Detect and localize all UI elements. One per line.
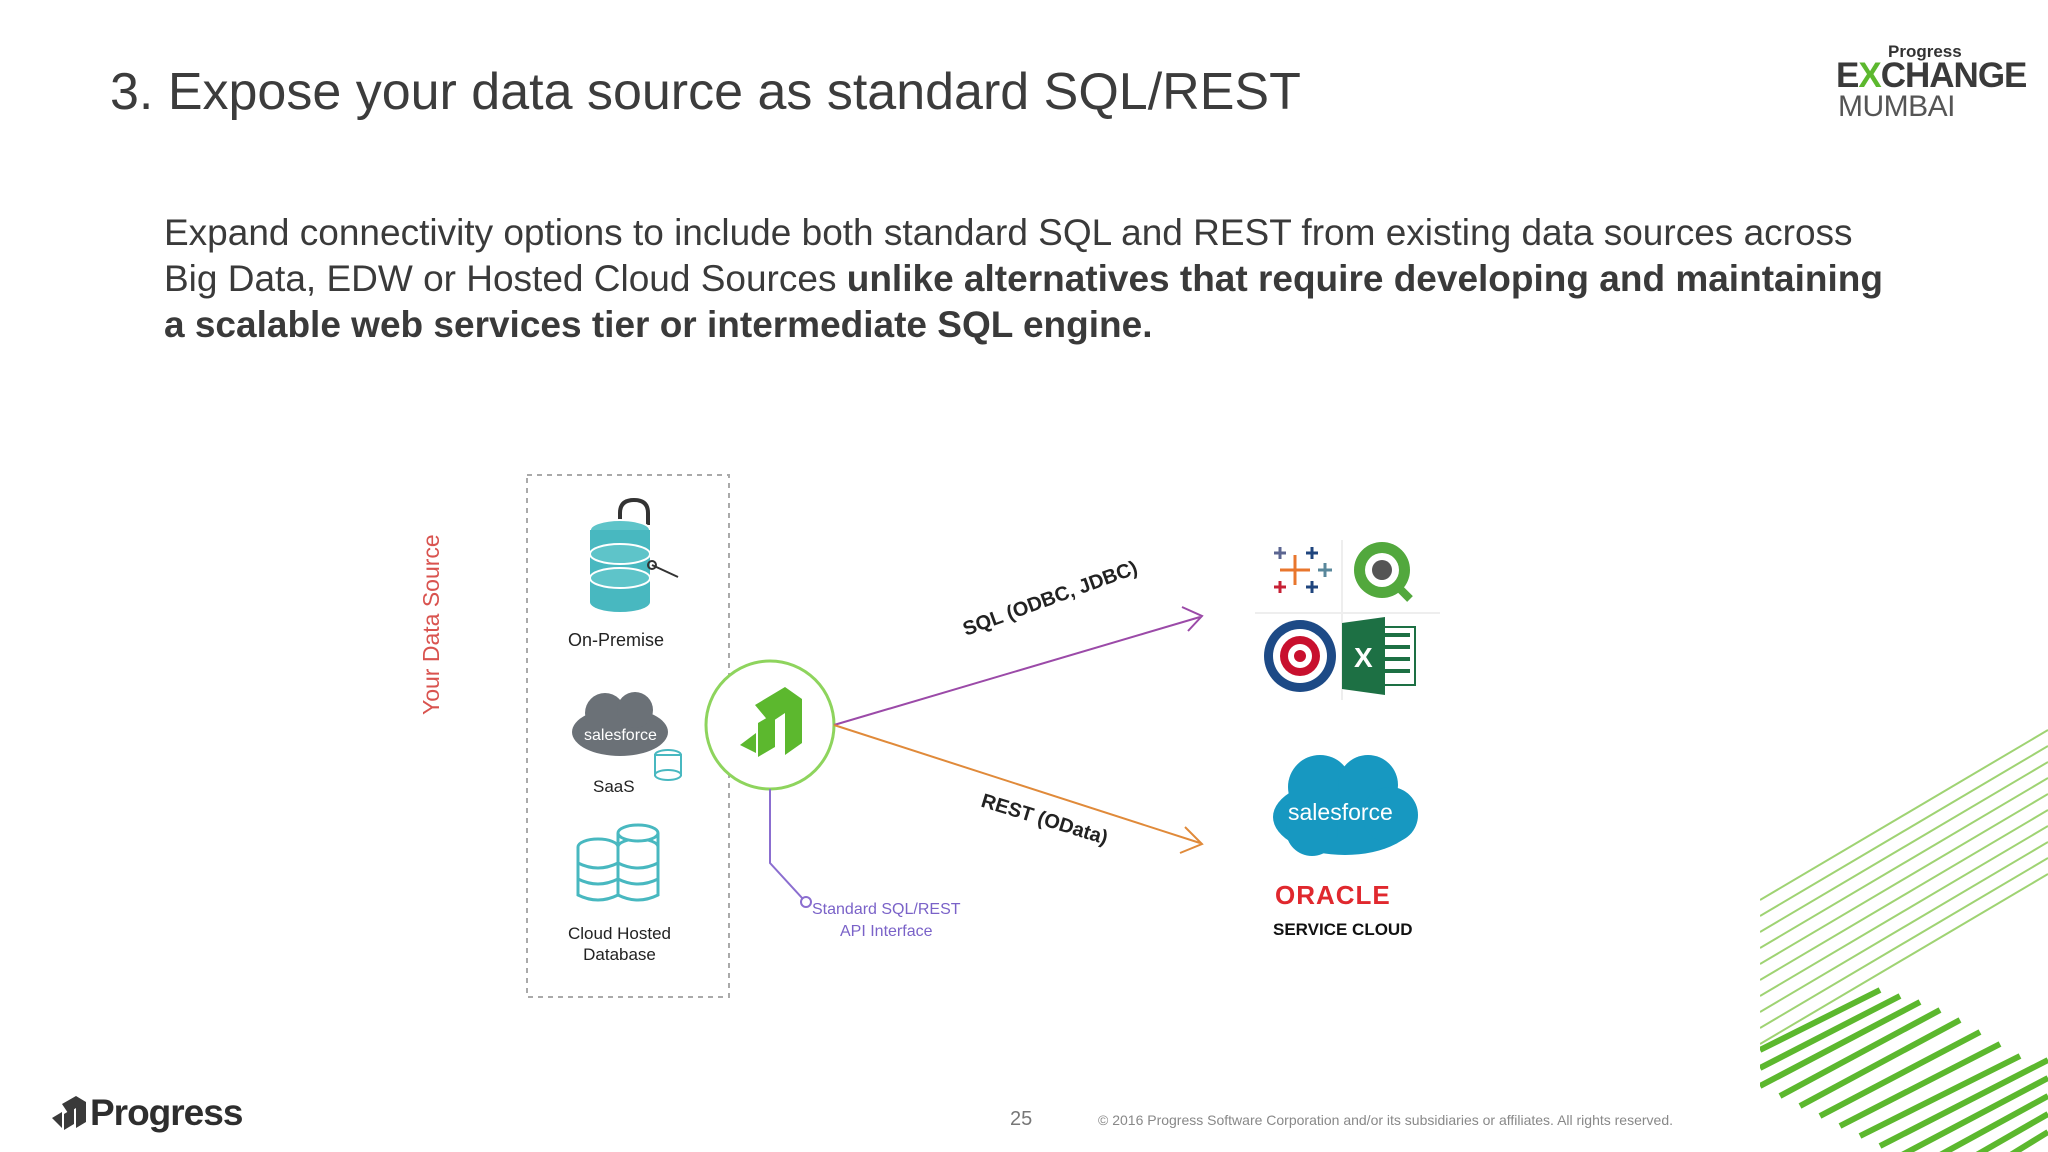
oracle-logo-text: ORACLE: [1275, 880, 1391, 910]
decorative-stripes: [1760, 729, 2048, 1152]
copyright-text: © 2016 Progress Software Corporation and…: [1098, 1112, 1673, 1128]
sql-arrowhead: [1181, 606, 1204, 632]
svg-text:X: X: [1354, 642, 1373, 673]
qlik-icon: [1354, 542, 1413, 602]
architecture-diagram: X Your Data Source On-Premise salesforce…: [418, 455, 1480, 1015]
service-cloud-text: SERVICE CLOUD: [1273, 920, 1413, 939]
body-normal-text: Expand connectivity options to include b…: [164, 212, 1853, 299]
progress-hub-icon: [704, 659, 836, 791]
body-bold-text: unlike alternatives that require develop…: [164, 258, 1883, 345]
api-connector-line: [769, 789, 804, 900]
api-interface-label: Standard SQL/REST API Interface: [812, 901, 961, 940]
logo-city-text: MUMBAI: [1838, 90, 1956, 123]
salesforce-logo-icon: [1273, 755, 1418, 856]
page-number: 25: [1010, 1108, 1033, 1130]
api-connector-dot: [800, 896, 812, 908]
salesforce-logo-text: salesforce: [1288, 799, 1393, 825]
logo-exchange-text: EXCHANGE: [1836, 56, 2027, 95]
source-label-saas: SaaS: [593, 777, 635, 796]
salesforce-cloud-icon: [572, 692, 682, 781]
progress-logo-text: Progress: [90, 1092, 243, 1133]
data-source-group-label: Your Data Source: [418, 534, 444, 715]
source-label-cloud-db: Cloud Hosted Database: [568, 924, 672, 964]
target-icon: [1264, 620, 1336, 692]
excel-icon: X: [1342, 617, 1416, 695]
source-label-on-premise: On-Premise: [568, 630, 665, 650]
logo-progress-text: Progress: [1888, 42, 1962, 61]
slide-title: 3. Expose your data source as standard S…: [110, 63, 1301, 121]
database-stack-icon: [576, 823, 660, 902]
rest-arrowhead: [1179, 826, 1204, 854]
diagram-graphics: X: [526, 474, 1440, 998]
database-lock-icon: [589, 497, 679, 612]
progress-logo-icon: [52, 1096, 86, 1130]
rest-arrow-line: [833, 724, 1201, 844]
sql-arrow-line: [833, 616, 1201, 726]
saas-cloud-text: salesforce: [584, 727, 657, 744]
slide-body-text: Expand connectivity options to include b…: [164, 210, 1884, 348]
tableau-icon: [1274, 547, 1332, 593]
